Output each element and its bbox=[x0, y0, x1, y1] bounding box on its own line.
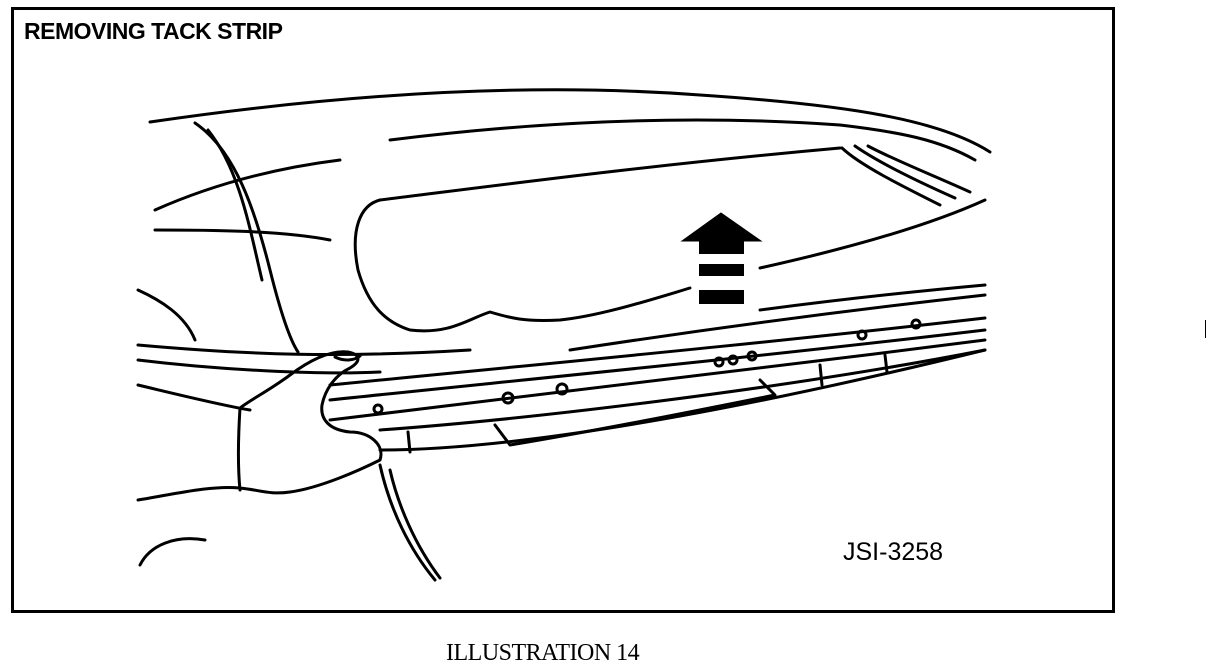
trim-panel bbox=[493, 378, 777, 447]
up-arrow-icon bbox=[680, 212, 763, 304]
fastener bbox=[856, 329, 868, 341]
lower-curve-2 bbox=[388, 468, 442, 580]
hand bbox=[136, 350, 383, 502]
hand-thumb bbox=[333, 354, 362, 362]
lower-curve bbox=[378, 463, 437, 582]
deck-line-3 bbox=[136, 343, 472, 357]
fastener bbox=[555, 382, 569, 396]
quarter-line-1 bbox=[153, 158, 342, 212]
c-pillar-outer bbox=[193, 121, 300, 354]
fastener bbox=[372, 403, 384, 415]
tack-strip-lower bbox=[378, 348, 987, 432]
figure-code: JSI-3258 bbox=[843, 538, 944, 566]
tack-strip-top bbox=[328, 316, 987, 387]
deck-line-4 bbox=[136, 358, 382, 375]
illustration-frame bbox=[11, 7, 1115, 613]
quarter-line-2 bbox=[153, 228, 332, 242]
tack-strip-mid bbox=[328, 328, 987, 402]
roof-line bbox=[148, 88, 992, 154]
fender-curve bbox=[136, 288, 197, 342]
rear-window-outline bbox=[353, 198, 692, 333]
fastener bbox=[501, 391, 515, 405]
c-pillar-inner bbox=[206, 128, 264, 282]
illustration-title: REMOVING TACK STRIP bbox=[24, 18, 283, 44]
roof-inner-line bbox=[388, 118, 977, 162]
deck-line-5 bbox=[136, 383, 252, 412]
third-brake-light bbox=[840, 144, 972, 207]
fastener bbox=[910, 318, 922, 330]
scan-mark bbox=[1205, 320, 1208, 338]
wheel-arch bbox=[138, 537, 207, 567]
illustration-caption: ILLUSTRATION 14 bbox=[446, 640, 640, 666]
lower-body-line bbox=[378, 348, 987, 452]
fastener bbox=[713, 356, 725, 368]
tack-strip-bottom bbox=[328, 338, 987, 422]
deck-edge-line bbox=[758, 283, 987, 312]
deck-line-2 bbox=[568, 293, 987, 352]
fastener bbox=[727, 354, 739, 366]
fastener bbox=[746, 350, 758, 362]
rear-window-right-edge bbox=[758, 198, 987, 270]
rear-window-top-edge bbox=[378, 146, 842, 202]
